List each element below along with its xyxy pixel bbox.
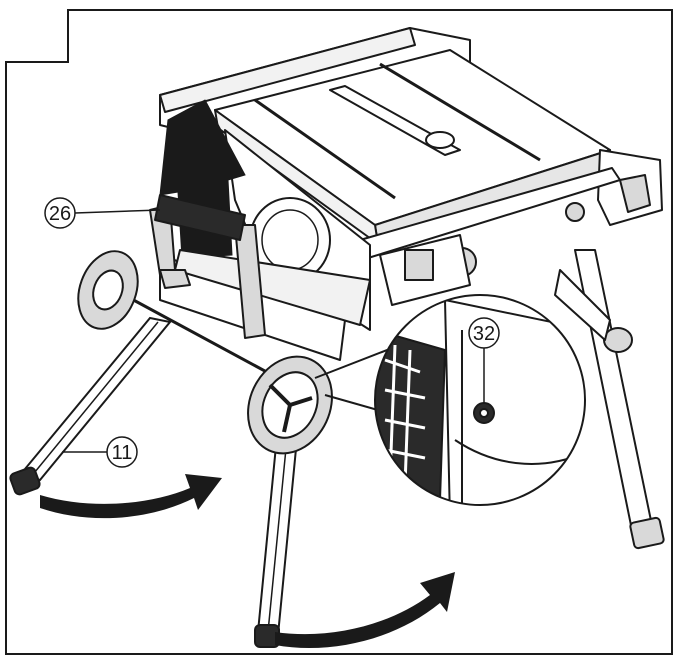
callout-knob-number: 32 bbox=[473, 323, 495, 345]
wheel-left-hub bbox=[92, 269, 124, 311]
rear-leg-bracket bbox=[554, 269, 611, 341]
side-rail-bracket bbox=[619, 174, 651, 213]
miter-slot-left bbox=[254, 98, 396, 200]
front-leg-left bbox=[9, 316, 172, 496]
rear-rail-top bbox=[159, 27, 416, 113]
leg-left-foot bbox=[9, 466, 41, 496]
handle bbox=[149, 194, 266, 339]
frame-border bbox=[5, 9, 673, 655]
callout-handle-leader bbox=[74, 209, 161, 214]
rear-lock-knob bbox=[603, 327, 633, 353]
magnifier-pointer-top bbox=[314, 344, 401, 379]
base-tray-top bbox=[174, 249, 371, 326]
table-saw bbox=[159, 27, 663, 331]
wheel-right-spoke-2 bbox=[289, 396, 313, 407]
front-leg-right bbox=[254, 423, 300, 648]
callout-handle-number: 26 bbox=[49, 203, 71, 225]
blade-insert bbox=[425, 131, 455, 149]
miter-slot-right bbox=[379, 62, 541, 162]
leg-right-stripe bbox=[267, 427, 289, 633]
leg-left-stripe bbox=[29, 321, 159, 479]
switch-box bbox=[404, 249, 434, 281]
handle-lower-loop bbox=[159, 269, 191, 289]
detail-frame bbox=[443, 298, 585, 505]
handle-bar-right bbox=[234, 224, 266, 339]
wheel-right-spoke-1 bbox=[268, 383, 292, 407]
rotate-arrow-icon-right bbox=[275, 572, 455, 649]
callout-knob: 32 bbox=[468, 317, 500, 403]
magnifier-circle-border bbox=[374, 294, 586, 506]
wheel-right bbox=[247, 355, 333, 455]
rotate-arrow-icon bbox=[40, 474, 222, 519]
rear-leg-foot bbox=[629, 516, 665, 550]
lock-knob-center bbox=[479, 408, 489, 418]
wheel-right-spoke-3 bbox=[282, 404, 292, 433]
callout-leg: 11 bbox=[62, 436, 138, 468]
handle-grip bbox=[154, 194, 246, 241]
rear-leg bbox=[574, 249, 656, 546]
wheel-left bbox=[77, 250, 139, 330]
callout-handle: 26 bbox=[44, 197, 161, 229]
callout-leg-number: 11 bbox=[112, 442, 133, 464]
height-knob bbox=[565, 202, 585, 222]
detail-tread bbox=[384, 344, 426, 486]
stand-frame bbox=[114, 249, 665, 550]
